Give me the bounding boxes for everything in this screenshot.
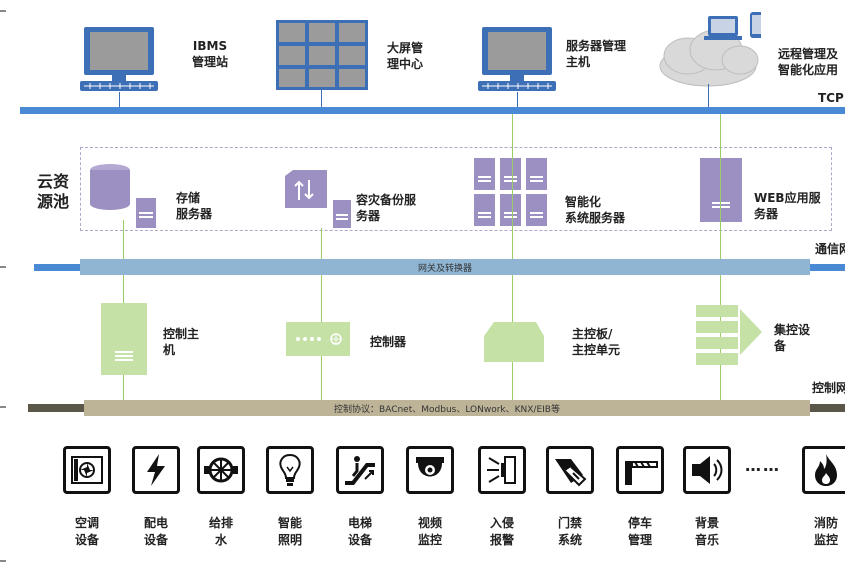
video-wall-icon (276, 20, 368, 90)
device-icon-box (132, 446, 180, 494)
device-label: 空调 设备 (74, 516, 99, 547)
workstation-icon (80, 27, 158, 91)
device-icon-box (802, 446, 845, 494)
device-icon-box (197, 446, 245, 494)
link-line (720, 114, 721, 400)
air-conditioner-icon (66, 449, 108, 495)
cloud-icon (659, 12, 761, 87)
escalator-icon (339, 449, 381, 495)
central-control-icon (696, 305, 762, 365)
device-icon-box (63, 446, 111, 494)
lightning-icon (135, 449, 177, 495)
protocol-label: 控制协议：BACnet、Modbus、LONwork、KNX/EIB等 (334, 405, 560, 415)
gateway-bar (80, 259, 810, 275)
database-icon (90, 164, 156, 228)
device-icon-box (478, 446, 526, 494)
speaker-icon (686, 449, 728, 495)
ibms-station-label: IBMS 管理站 (191, 39, 228, 69)
link-line (517, 92, 518, 107)
intrusion-alarm-icon (481, 449, 523, 495)
device-label: 门禁 系统 (557, 516, 582, 547)
pump-valve-icon (200, 449, 242, 495)
device-icon-box (406, 446, 454, 494)
lightbulb-icon (269, 449, 311, 495)
backup-server-icon (285, 170, 351, 228)
controller-icon (286, 322, 350, 356)
device-label: 智能 照明 (277, 516, 302, 547)
server-cluster-icon (474, 158, 547, 226)
device-label: 视频 监控 (417, 516, 442, 547)
link-line (321, 228, 322, 400)
link-line (512, 114, 513, 400)
device-icon-box (336, 446, 384, 494)
remote-app-label: 远程管理及 智能化应用 (778, 47, 839, 77)
tcp-network-bar (20, 107, 845, 114)
cloud-pool-title: 云资 源池 (37, 172, 70, 211)
link-line (321, 90, 322, 107)
fire-icon (805, 449, 845, 495)
cloud-resource-pool (80, 147, 832, 231)
link-line (708, 84, 709, 107)
edge-tick (0, 406, 6, 408)
web-server-label: WEB应用服 务器 (754, 191, 821, 221)
storage-server-label: 存储 服务器 (176, 191, 213, 221)
device-icon-box (683, 446, 731, 494)
parking-barrier-icon (619, 449, 661, 495)
control-host-label: 控制主 机 (163, 327, 200, 357)
server-host-icon (478, 27, 556, 91)
ellipsis: …… (745, 456, 781, 475)
device-label: 配电 设备 (143, 516, 168, 547)
gateway-label: 网关及转换器 (417, 264, 472, 274)
access-card-icon (549, 449, 591, 495)
control-host-icon (101, 303, 147, 375)
device-label: 电梯 设备 (347, 516, 372, 547)
protocol-bar (84, 400, 810, 416)
device-label: 背景 音乐 (694, 516, 719, 547)
tcp-label: TCP (818, 91, 844, 105)
control-network-label: 控制网 (812, 381, 845, 395)
web-server-icon (700, 158, 742, 222)
device-label: 停车 管理 (627, 516, 652, 547)
controller-label: 控制器 (370, 335, 407, 349)
device-label: 消防 监控 (813, 516, 838, 547)
edge-tick (0, 266, 6, 268)
edge-tick (0, 10, 6, 12)
comm-network-label: 通信网 (815, 242, 845, 256)
link-line (119, 92, 120, 107)
device-icon-box (266, 446, 314, 494)
device-icon-box (616, 446, 664, 494)
main-board-icon (484, 322, 544, 362)
backup-server-label: 容灾备份服 务器 (356, 193, 417, 223)
device-icon-box (546, 446, 594, 494)
edge-tick (0, 560, 6, 562)
screen-center-label: 大屏管 理中心 (387, 41, 424, 71)
central-control-label: 集控设 备 (774, 323, 811, 353)
dome-camera-icon (409, 449, 451, 495)
main-board-label: 主控板/ 主控单元 (572, 327, 621, 357)
server-host-label: 服务器管理 主机 (566, 39, 627, 69)
smart-system-server-label: 智能化 系统服务器 (565, 195, 626, 225)
device-label: 入侵 报警 (489, 516, 514, 547)
device-label: 给排 水 (208, 516, 233, 547)
